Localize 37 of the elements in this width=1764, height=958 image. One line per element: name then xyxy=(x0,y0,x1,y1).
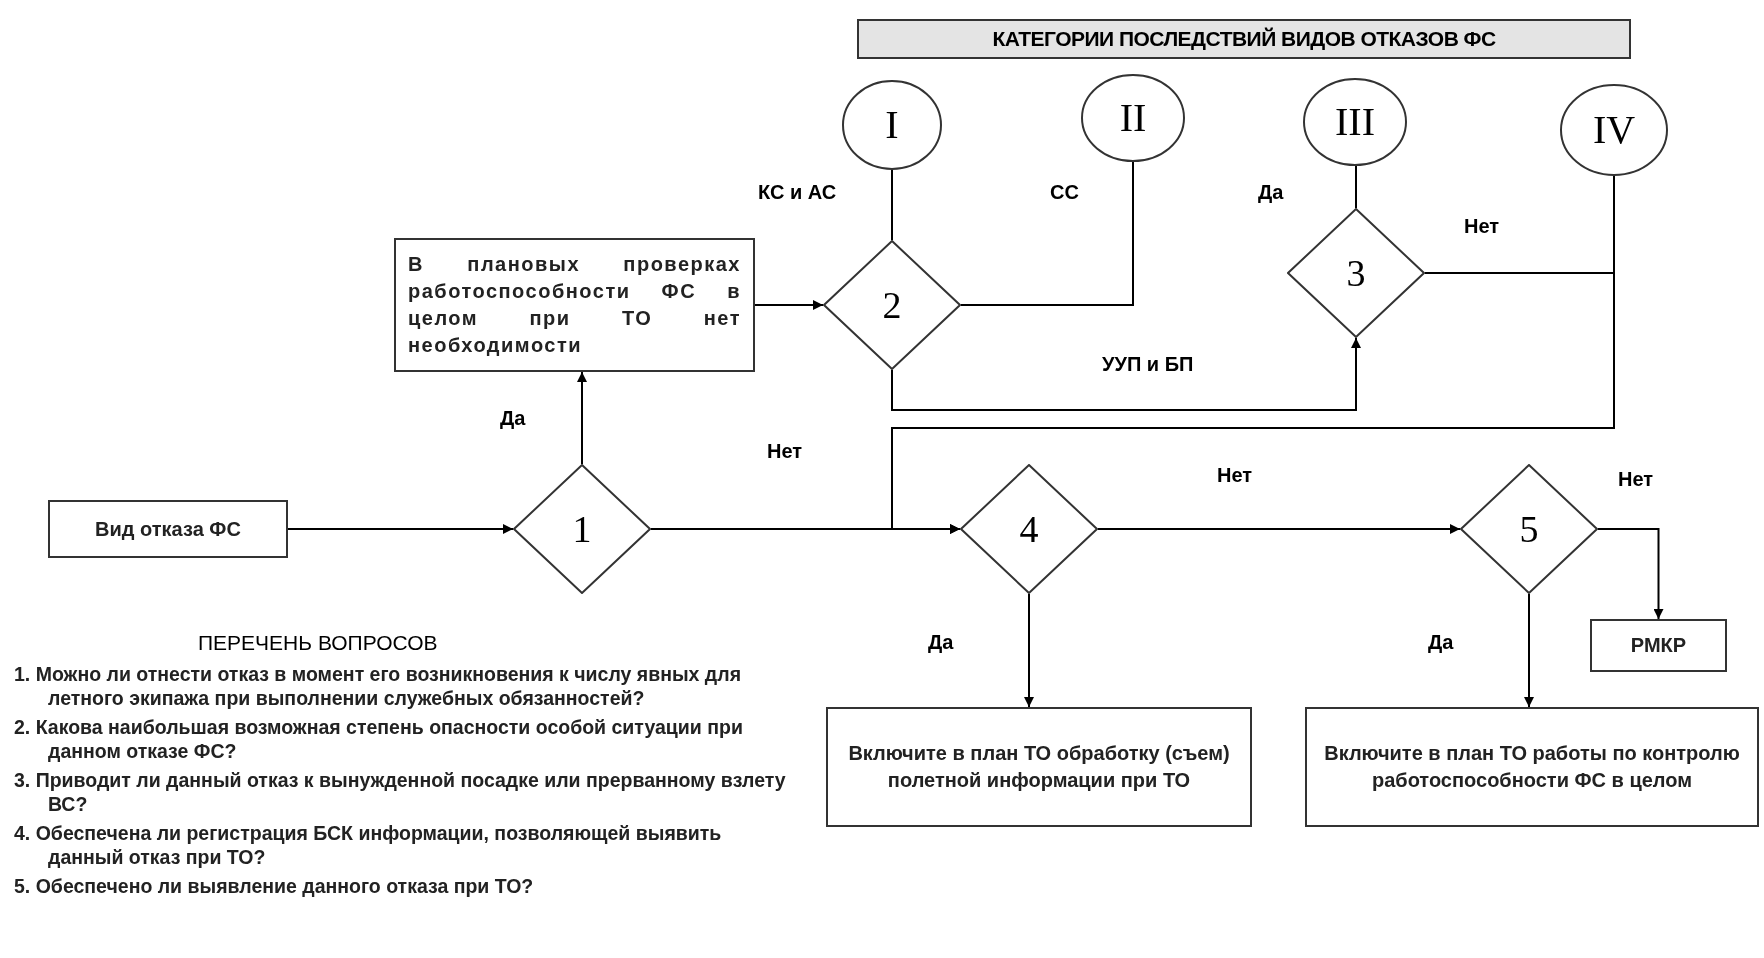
question-number: 3 xyxy=(1346,254,1366,292)
connector-line xyxy=(891,169,893,241)
category-numeral: II xyxy=(1119,98,1147,138)
box-text: В плановых проверках работоспособности ФС в целом при ТО нет необходимости xyxy=(408,252,741,358)
category-numeral: IV xyxy=(1592,110,1636,150)
arrow xyxy=(287,524,514,534)
question-text: 5. Обеспечено ли выявление данного отказа при ТО? xyxy=(13,874,535,898)
arrow xyxy=(1597,528,1664,620)
arrow xyxy=(577,371,587,465)
category-numeral: I xyxy=(885,105,899,145)
category-numeral: III xyxy=(1335,102,1375,142)
process-box xyxy=(826,707,1252,827)
question-number: 5 xyxy=(1519,510,1539,548)
list-heading: ПЕРЕЧЕНЬ ВОПРОСОВ xyxy=(198,630,438,656)
question-text: 2. Какова наибольшая возможная степень опасности особой ситуации при данном отказе ФС? xyxy=(13,715,744,763)
process-box xyxy=(394,238,755,372)
question-text: 4. Обеспечена ли регистрация БСК информации, позволяющей выявить данный отказ при ТО? xyxy=(13,821,723,869)
process-box xyxy=(1305,707,1759,827)
connector-line xyxy=(1355,165,1357,209)
process-box xyxy=(1590,619,1727,672)
question-text: 1. Можно ли отнести отказ в момент его возникновения к числу явных для летного экипажа при выполнении служебных обязанностей? xyxy=(13,662,742,710)
connector-line xyxy=(960,161,1134,306)
question-text: 3. Приводит ли данный отказ к вынужденной посадке или прерванному взлету ВС? xyxy=(13,768,787,816)
title-banner: КАТЕГОРИИ ПОСЛЕДСТВИЙ ВИДОВ ОТКАЗОВ ФС xyxy=(857,19,1631,59)
question-number: 4 xyxy=(1019,510,1039,548)
process-box xyxy=(48,500,288,558)
arrow xyxy=(891,337,1361,411)
arrow xyxy=(1097,524,1461,534)
box-text: РМКР xyxy=(1630,633,1687,658)
question-number: 1 xyxy=(572,510,592,548)
box-text: Вид отказа ФС xyxy=(95,516,241,542)
arrow xyxy=(1024,593,1034,708)
box-text: Включите в план ТО обработку (съем) полетной информации при ТО xyxy=(847,741,1231,793)
question-number: 2 xyxy=(882,286,902,324)
arrow xyxy=(754,300,824,310)
arrow xyxy=(1524,593,1534,708)
box-text: Включите в план ТО работы по контролю работоспособности ФС в целом xyxy=(1323,741,1741,793)
